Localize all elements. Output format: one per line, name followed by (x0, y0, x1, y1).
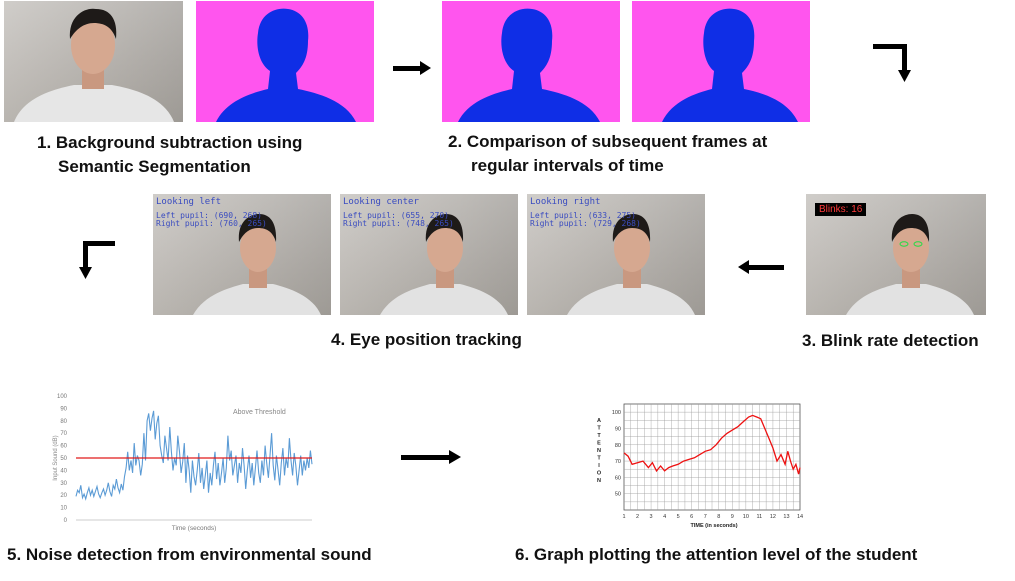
threshold-annotation: Above Threshold (233, 409, 286, 416)
eye-frame-left: Looking left Left pupil: (690, 268) Righ… (153, 194, 331, 315)
eye-frame-line1: Left pupil: (690, 268) (156, 211, 262, 220)
y-tick-label: 40 (60, 468, 67, 474)
y-axis-label-letter: T (597, 426, 601, 432)
person-figure (14, 8, 174, 122)
corner-arrow-left-down-icon (79, 241, 115, 279)
attention-series-line (623, 414, 801, 475)
y-tick-label: 50 (60, 456, 67, 462)
y-tick-label: 0 (64, 518, 68, 524)
eye-frame-line2: Right pupil: (748, 265) (343, 219, 454, 228)
y-tick-label: 90 (615, 426, 621, 432)
eye-frame-right: Looking right Left pupil: (633, 275) Rig… (527, 194, 705, 315)
y-tick-label: 100 (612, 410, 621, 416)
y-tick-label: 90 (60, 406, 67, 412)
x-tick-label: 2 (636, 514, 639, 520)
arrow-right-icon (401, 450, 461, 464)
y-tick-label: 60 (615, 475, 621, 481)
x-axis-label: TIME (in seconds) (690, 523, 737, 529)
y-tick-label: 100 (57, 394, 68, 400)
x-axis-label: Time (seconds) (172, 525, 217, 532)
y-axis-label-letter: T (597, 456, 601, 462)
y-tick-label: 20 (60, 493, 67, 499)
arrow-left-icon (738, 260, 784, 274)
y-axis-label-letter: N (597, 448, 601, 454)
segmentation-mask-2 (442, 1, 620, 122)
caption-step-1: 1. Background subtraction using Semantic… (37, 131, 367, 179)
x-tick-label: 10 (743, 514, 749, 520)
caption-step-6: 6. Graph plotting the attention level of… (515, 545, 918, 564)
caption-step-1-line2: Semantic Segmentation (58, 157, 251, 176)
y-axis-label-letter: T (597, 433, 601, 439)
y-tick-label: 10 (60, 506, 67, 512)
caption-step-5: 5. Noise detection from environmental so… (7, 545, 372, 564)
y-tick-label: 30 (60, 481, 67, 487)
webcam-photo-original (4, 1, 183, 122)
eye-frame-line2: Right pupil: (729, 268) (530, 219, 641, 228)
segmentation-mask-1 (196, 1, 374, 122)
caption-step-3: 3. Blink rate detection (802, 331, 979, 350)
y-tick-label: 60 (60, 444, 67, 450)
x-tick-label: 3 (650, 514, 653, 520)
caption-step-1-line1: 1. Background subtraction using (37, 133, 303, 152)
x-tick-label: 6 (690, 514, 693, 520)
x-tick-label: 9 (731, 514, 734, 520)
corner-arrow-down-icon (873, 44, 911, 82)
eye-frame-line1: Left pupil: (633, 275) (530, 211, 636, 220)
x-tick-label: 7 (704, 514, 707, 520)
arrow-right-icon (393, 61, 431, 75)
sound-series-line (75, 410, 313, 501)
eye-frame-label: Looking right (530, 197, 601, 207)
y-tick-label: 80 (615, 443, 621, 449)
caption-step-2-line1: 2. Comparison of subsequent frames at (448, 132, 768, 151)
y-tick-label: 70 (60, 431, 67, 437)
x-tick-label: 11 (757, 514, 763, 520)
x-tick-label: 1 (622, 514, 625, 520)
y-tick-label: 80 (60, 419, 67, 425)
blink-detection-frame: Blinks: 16 (806, 194, 986, 315)
caption-step-2-line2: regular intervals of time (471, 156, 664, 175)
blink-count-badge: Blinks: 16 (815, 203, 867, 216)
x-tick-label: 13 (783, 514, 789, 520)
caption-step-2: 2. Comparison of subsequent frames at re… (448, 130, 828, 178)
eye-frame-label: Looking center (343, 197, 419, 207)
caption-step-4: 4. Eye position tracking (331, 330, 522, 349)
y-tick-label: 70 (615, 459, 621, 465)
eye-frame-line1: Left pupil: (655, 270) (343, 211, 449, 220)
eye-frame-center: Looking center Left pupil: (655, 270) Ri… (340, 194, 518, 315)
x-tick-label: 12 (770, 514, 776, 520)
y-axis-label-letter: A (597, 418, 601, 424)
x-tick-label: 8 (717, 514, 720, 520)
segmentation-mask-3 (632, 1, 810, 122)
y-axis-label-letter: I (598, 463, 600, 469)
y-axis-label-letter: E (597, 441, 601, 447)
eye-frame-line2: Right pupil: (760, 265) (156, 219, 267, 228)
eye-frame-label: Looking left (156, 197, 222, 207)
x-tick-label: 14 (797, 514, 803, 520)
x-tick-label: 4 (663, 514, 666, 520)
y-axis-label: Input Sound (dB) (53, 435, 59, 480)
y-tick-label: 50 (615, 492, 621, 498)
x-tick-label: 5 (677, 514, 680, 520)
y-axis-label-letter: N (597, 478, 601, 484)
y-axis-label-letter: O (597, 471, 602, 477)
